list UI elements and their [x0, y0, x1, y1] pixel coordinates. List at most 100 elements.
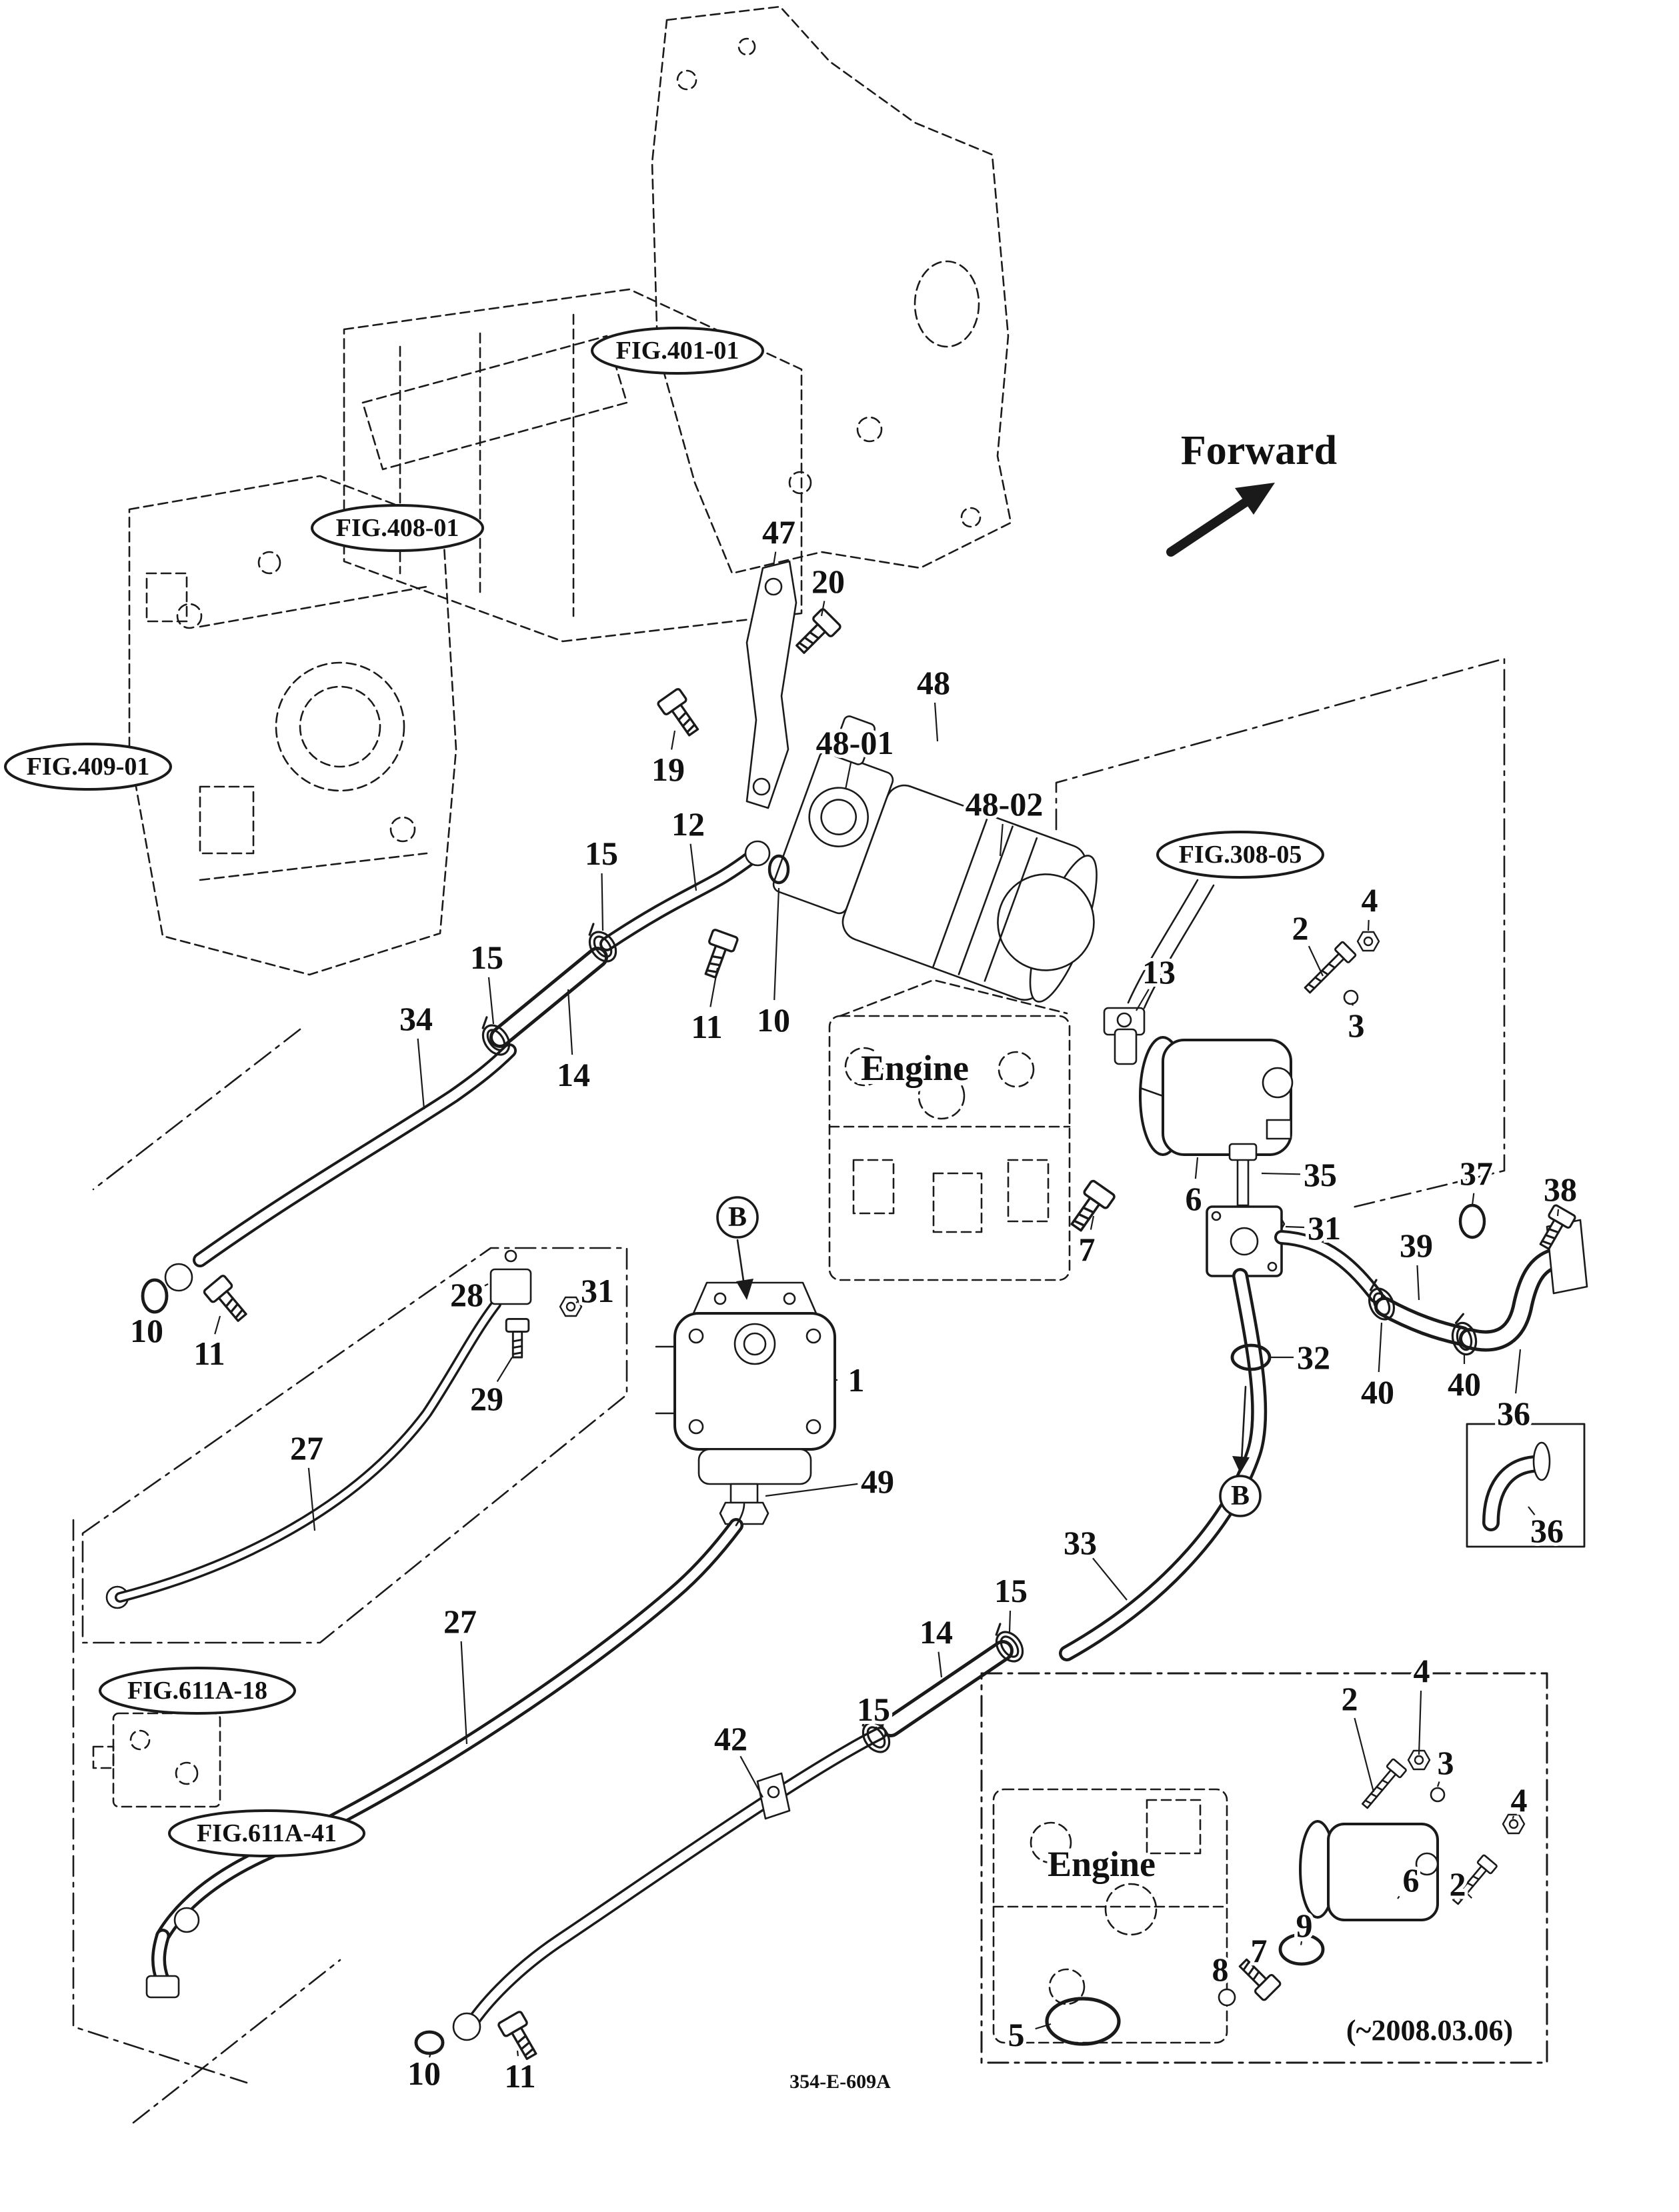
fig-ref-ellipse	[99, 1667, 296, 1715]
suction-hose-to-elbow-13	[1103, 879, 1215, 1065]
o-ring-9	[1278, 1933, 1325, 1966]
part-callout-2: 2	[1450, 1865, 1466, 1903]
part-callout-36: 36	[1530, 1512, 1564, 1549]
part-callout-2: 2	[1292, 909, 1309, 947]
part-callout-9: 9	[1296, 1907, 1313, 1944]
drawing-number: 354-E-609A	[789, 2071, 891, 2093]
leader-line	[460, 1641, 468, 1745]
part-callout-27: 27	[443, 1603, 477, 1640]
fig-ref-label: FIG.308-05	[1179, 841, 1302, 869]
leader-line	[496, 1357, 513, 1382]
leader-line	[1194, 1157, 1199, 1179]
leader-line	[1261, 1172, 1301, 1175]
part-callout-4: 4	[1362, 881, 1378, 919]
part-callout-28: 28	[450, 1276, 483, 1313]
bolt-7	[1064, 1178, 1117, 1237]
part-callout-34: 34	[399, 1000, 433, 1037]
part-callout-7: 7	[1251, 1932, 1268, 1969]
fig-ref-ellipse	[311, 504, 484, 552]
part-callout-1: 1	[848, 1361, 865, 1399]
part-callout-33: 33	[1064, 1524, 1097, 1561]
leader-line	[1512, 1815, 1515, 1819]
part-callout-40: 40	[1448, 1365, 1481, 1403]
leader-line	[1300, 1941, 1303, 1945]
part-callout-3: 3	[1348, 1007, 1365, 1044]
leader-line	[934, 702, 939, 742]
part-callout-10: 10	[130, 1312, 163, 1349]
leader-line	[1367, 919, 1370, 931]
bolt-19	[655, 687, 705, 741]
fitting-49	[719, 1483, 769, 1525]
part-callout-31: 31	[1308, 1209, 1341, 1247]
part-callout-20: 20	[811, 563, 845, 600]
fig-ref-label: FIG.611A-18	[127, 1677, 267, 1705]
leader-line	[1416, 1265, 1420, 1301]
fig-ref-label: FIG.408-01	[336, 514, 459, 542]
leader-line	[1136, 989, 1150, 1011]
leader-line	[484, 1283, 489, 1287]
leader-line	[1464, 1890, 1472, 1899]
part-callout-49: 49	[861, 1463, 894, 1500]
leader-line	[1035, 2023, 1052, 2030]
bolt-20	[789, 607, 843, 660]
part-callout-29: 29	[470, 1380, 503, 1417]
leader-line	[428, 2054, 431, 2058]
leader-line	[820, 601, 825, 617]
part-callout-35: 35	[1304, 1156, 1337, 1193]
part-callout-11: 11	[691, 1008, 722, 1045]
part-callout-2: 2	[1342, 1680, 1358, 1717]
leader-line	[773, 887, 780, 1001]
leader-line	[152, 1311, 155, 1314]
leader-line	[1471, 1193, 1475, 1206]
connection-marker-label: B	[728, 1202, 747, 1233]
bolt-11	[496, 2009, 544, 2064]
part-callout-31: 31	[581, 1272, 614, 1309]
part-callout-10: 10	[407, 2055, 441, 2092]
hydraulic-pump-6	[1139, 931, 1380, 1156]
washer-8	[1218, 1988, 1236, 2007]
part-callout-14: 14	[557, 1056, 590, 1093]
forward-arrow	[1166, 483, 1275, 557]
leader-line	[214, 1315, 221, 1335]
bolt-11	[697, 927, 739, 981]
leader-line	[575, 1299, 581, 1303]
part-callout-5: 5	[1008, 2016, 1025, 2053]
fig-ref-ellipse	[591, 327, 764, 375]
engine-label-main: Engine	[861, 1048, 969, 1088]
part-callout-37: 37	[1460, 1155, 1493, 1192]
part-callout-38: 38	[1544, 1171, 1577, 1208]
hose-clamp-40	[1446, 1311, 1481, 1359]
leader-line	[689, 843, 697, 891]
fig-ref-ellipse	[1156, 831, 1324, 879]
part-callout-48-01: 48-01	[816, 724, 894, 761]
leader-line	[1418, 1690, 1422, 1755]
leader-line	[1397, 1895, 1400, 1899]
leader-line	[772, 551, 777, 566]
leader-line	[709, 967, 719, 1007]
delivery-hose-27-lower	[145, 1503, 745, 1999]
part-callout-40: 40	[1361, 1373, 1394, 1411]
leader-line	[1308, 945, 1324, 977]
suction-pipe-34-assembly	[141, 840, 790, 1314]
leader-line	[999, 823, 1004, 857]
leader-line	[1515, 1349, 1522, 1394]
leader-line	[938, 1651, 943, 1678]
inset-early-model	[980, 1672, 1548, 2064]
valve-block-outline	[92, 1712, 221, 1808]
part-callout-13: 13	[1142, 953, 1176, 991]
bracket-47	[745, 560, 797, 809]
part-callout-48: 48	[917, 664, 950, 701]
leader-line	[601, 873, 604, 931]
oil-filter-assembly-48	[772, 715, 1098, 1003]
part-callout-15: 15	[470, 939, 503, 976]
part-callout-19: 19	[651, 751, 685, 788]
part-callout-4: 4	[1511, 1781, 1528, 1819]
leader-line	[307, 1467, 316, 1531]
delivery-pipe-27-upper	[105, 1249, 532, 1609]
part-callout-47: 47	[762, 513, 795, 551]
leader-line	[671, 730, 676, 750]
part-callout-4: 4	[1414, 1652, 1430, 1689]
leader-line	[1378, 1322, 1383, 1373]
